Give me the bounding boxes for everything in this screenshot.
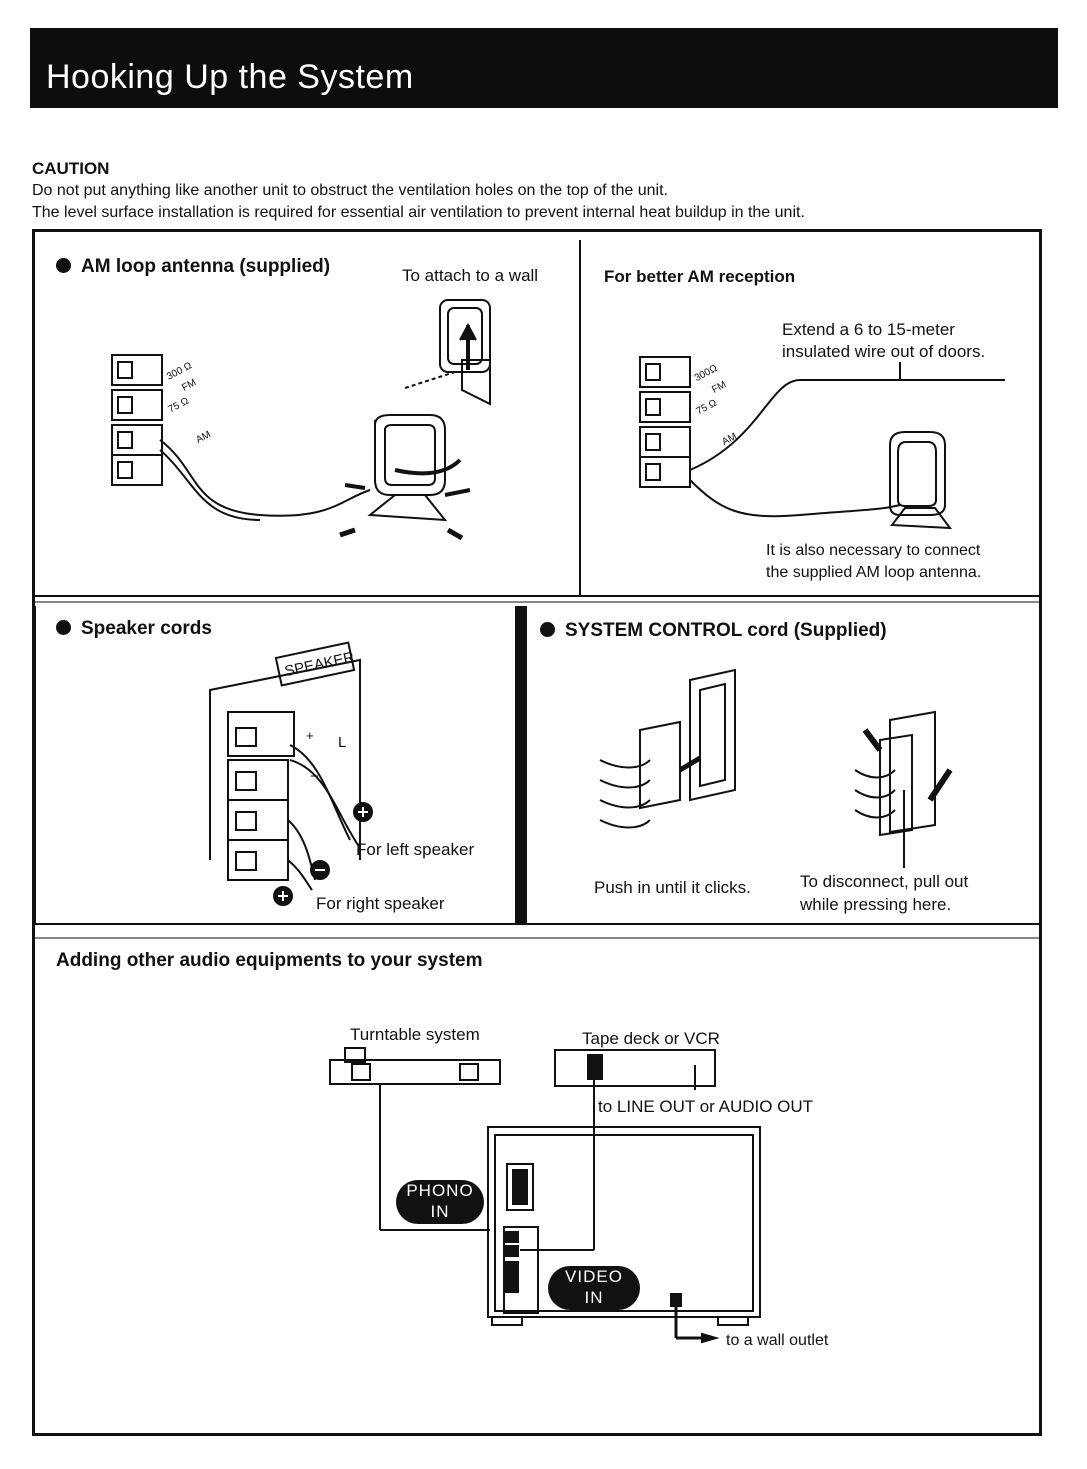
am-loop-title: AM loop antenna (supplied)	[56, 256, 330, 278]
wall-outlet-label: to a wall outlet	[726, 1332, 829, 1349]
am-reception-title: For better AM reception	[604, 267, 796, 286]
adding-equipment-title: Adding other audio equipments to your sy…	[56, 950, 483, 971]
am-reception-terminal-block	[639, 356, 691, 488]
video-in-line-1: VIDEO	[565, 1267, 623, 1286]
bullet-icon	[56, 258, 71, 273]
minus-sign: −	[310, 768, 319, 785]
line-out-label: to LINE OUT or AUDIO OUT	[598, 1097, 814, 1116]
extend-note-line-2: insulated wire out of doors.	[782, 342, 986, 361]
speaker-cords-title-text: Speaker cords	[81, 618, 212, 639]
push-label: Push in until it clicks.	[594, 878, 751, 897]
extend-note-line-1: Extend a 6 to 15-meter	[782, 320, 955, 339]
plus-sign: +	[306, 728, 314, 743]
turntable-label: Turntable system	[350, 1025, 480, 1044]
wall-attach-label: To attach to a wall	[402, 266, 539, 285]
left-speaker-label: For left speaker	[356, 840, 475, 859]
system-control-title-text: SYSTEM CONTROL cord (Supplied)	[565, 620, 887, 641]
phono-in-line-2: IN	[430, 1202, 450, 1221]
am-terminal-block	[111, 354, 163, 486]
tape-deck-label: Tape deck or VCR	[582, 1029, 720, 1048]
system-control-title: SYSTEM CONTROL cord (Supplied)	[540, 620, 887, 642]
speaker-cords-title: Speaker cords	[56, 618, 212, 640]
left-channel-sign: L	[338, 734, 347, 751]
video-in-line-2: IN	[584, 1288, 604, 1307]
disconnect-label-line-1: To disconnect, pull out	[800, 872, 969, 891]
loop-note-line-1: It is also necessary to connect	[766, 542, 981, 559]
am-loop-title-text: AM loop antenna (supplied)	[81, 256, 331, 277]
bullet-icon	[540, 622, 555, 637]
loop-note-line-2: the supplied AM loop antenna.	[766, 564, 982, 581]
phono-in-line-1: PHONO	[406, 1181, 474, 1200]
title-bar	[30, 28, 1058, 108]
right-speaker-label: For right speaker	[316, 894, 445, 913]
video-in-badge: VIDEO IN	[548, 1266, 640, 1310]
speaker-terminal-block	[227, 711, 295, 881]
phono-in-badge: PHONO IN	[396, 1180, 484, 1224]
page-title: Hooking Up the System	[46, 58, 414, 96]
caution-line-2: The level surface installation is requir…	[32, 204, 805, 221]
disconnect-label-line-2: while pressing here.	[800, 895, 952, 914]
bullet-icon	[56, 620, 71, 635]
caution-heading: CAUTION	[32, 159, 110, 178]
caution-line-1: Do not put anything like another unit to…	[32, 182, 668, 199]
